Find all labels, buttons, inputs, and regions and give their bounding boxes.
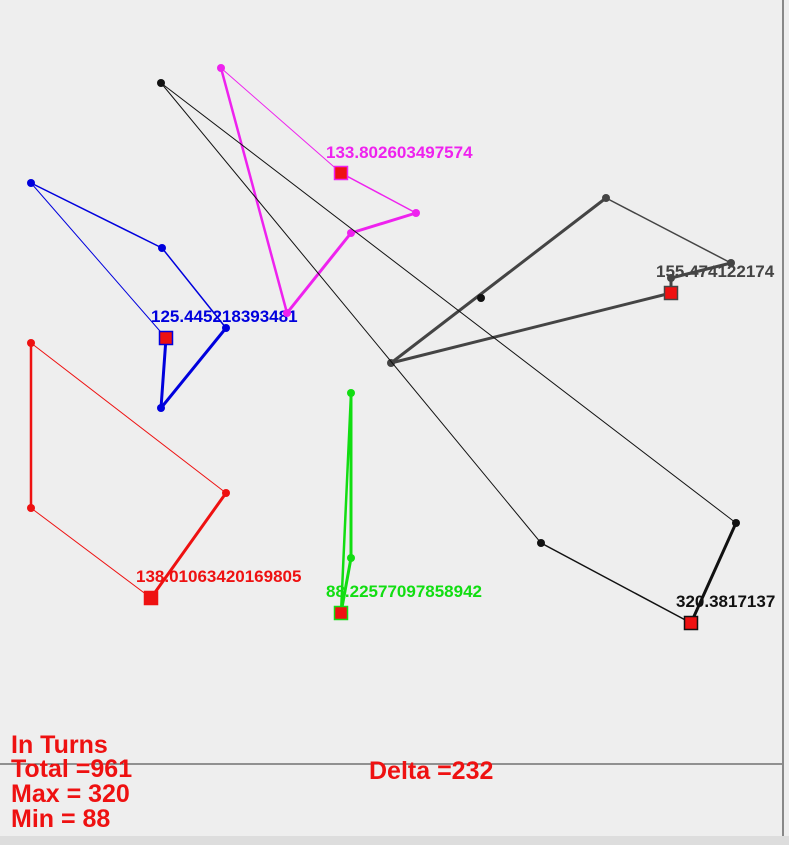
route-node (217, 64, 225, 72)
route-node (157, 404, 165, 412)
route-segment (30, 507, 152, 599)
depot-marker (333, 165, 349, 181)
route-node (387, 359, 395, 367)
route-node (347, 389, 355, 397)
route-segment (285, 231, 353, 315)
route-segment (159, 326, 228, 410)
route-segment (160, 82, 737, 524)
delta-text: Delta =232 (369, 757, 493, 785)
route-segment (389, 291, 673, 365)
route-node (27, 339, 35, 347)
route-red: 138.01063420169805 (27, 339, 301, 606)
depot-marker (683, 615, 699, 631)
route-segment (605, 197, 732, 264)
route-segment (220, 67, 342, 174)
route-segment (689, 521, 738, 625)
route-segment (149, 491, 228, 600)
route-node (477, 294, 485, 302)
route-segment (219, 66, 289, 315)
route-segment (389, 196, 608, 365)
route-segment (540, 542, 692, 624)
route-node (157, 79, 165, 87)
route-black: 320.3817137 (157, 79, 775, 631)
route-segment (160, 82, 542, 544)
route-magenta: 133.802603497574 (217, 64, 473, 317)
route-length-label: 125.445218393481 (151, 307, 298, 326)
route-node (732, 519, 740, 527)
route-node (222, 489, 230, 497)
route-segment (159, 336, 168, 410)
route-segment (30, 342, 227, 494)
route-segment (161, 247, 227, 329)
route-darkgray: 155.474122174 (387, 194, 775, 367)
route-node (27, 504, 35, 512)
route-segment (669, 261, 733, 280)
route-node (27, 179, 35, 187)
route-blue: 125.445218393481 (27, 179, 298, 412)
depot-marker (143, 590, 159, 606)
route-segment (30, 182, 163, 249)
route-length-label: 133.802603497574 (326, 143, 473, 162)
route-length-label: 320.3817137 (676, 592, 775, 611)
route-node (222, 324, 230, 332)
route-length-label: 88.22577097858942 (326, 582, 482, 601)
route-segment (339, 391, 353, 615)
route-node (667, 274, 675, 282)
route-node (412, 209, 420, 217)
total-text: Total =961 (11, 755, 132, 783)
depot-marker (333, 605, 349, 621)
depot-marker (158, 330, 174, 346)
min-text: Min = 88 (11, 805, 110, 833)
route-length-label: 138.01063420169805 (136, 567, 301, 586)
route-node (537, 539, 545, 547)
route-segment (349, 211, 418, 235)
route-node (347, 229, 355, 237)
route-node (347, 554, 355, 562)
route-green: 88.22577097858942 (326, 389, 482, 621)
depot-marker (663, 285, 679, 301)
route-node (727, 259, 735, 267)
routes-layer: 125.445218393481 133.802603497574 138.0106… (27, 64, 775, 631)
route-node (158, 244, 166, 252)
route-segment (340, 172, 417, 214)
route-node (283, 309, 291, 317)
mode-text: In Turns (11, 731, 108, 759)
max-text: Max = 320 (11, 780, 130, 808)
route-node (602, 194, 610, 202)
route-segment (30, 182, 167, 339)
route-length-label: 155.474122174 (656, 262, 775, 281)
bottom-strip (0, 836, 789, 845)
